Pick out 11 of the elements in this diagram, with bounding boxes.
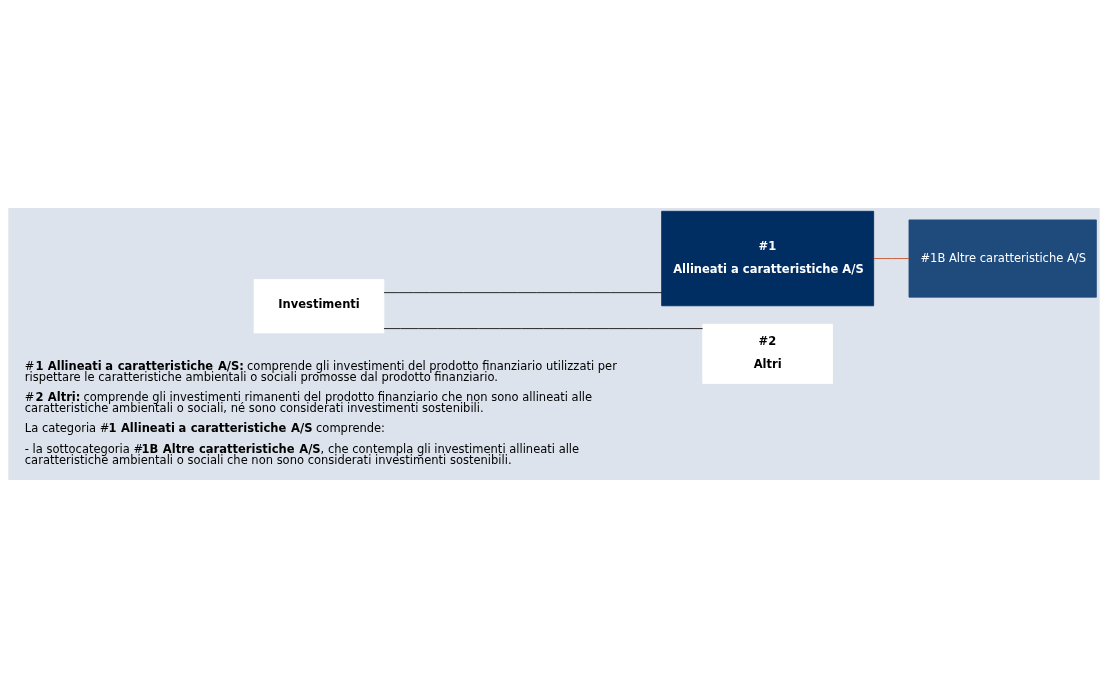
node-box: Investimenti: [253, 279, 385, 334]
node-box: #1B Altre caratteristiche A/S: [908, 219, 1097, 298]
label: - la sottocategoria #1B Altre caratteristiche A/S, che contempla gli investimenti allineati alle caratteristiche ambientali o sociali che non sono considerati investimenti sostenibili.: [24, 441, 580, 468]
label: #1 Allineati a caratteristiche A/S: comprende gli investimenti del prodotto finanziario utilizzati per rispettare le caratteristiche ambientali o sociali promosse dal prodotto finanziario.: [24, 358, 617, 385]
connector: [383, 292, 663, 294]
connector: [383, 328, 704, 329]
connector: [873, 258, 910, 259]
label: #2 Altri: comprende gli investimenti rimanenti del prodotto finanziario che non sono allineati alle caratteristiche ambientali o sociali, né sono considerati investimenti sostenibili.: [24, 389, 593, 416]
node-box: #2 Altri: [702, 323, 833, 384]
node-box: #1 Allineati a caratteristiche A/S: [661, 210, 875, 307]
label: La categoria #1 Allineati a caratteristiche A/S comprende:: [24, 421, 386, 436]
